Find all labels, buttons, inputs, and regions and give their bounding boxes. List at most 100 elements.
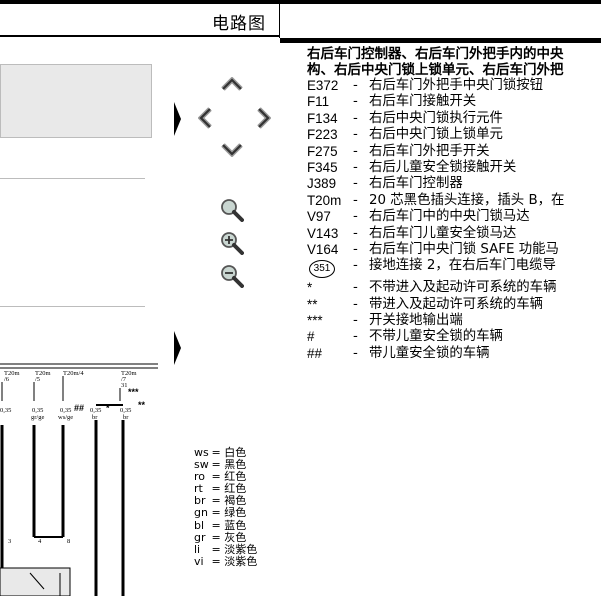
connector-label: T20m bbox=[4, 370, 20, 377]
color-name: 红色 bbox=[224, 482, 247, 496]
color-abbr: ro bbox=[194, 470, 206, 484]
legend-dash: - bbox=[353, 296, 358, 312]
legend-dash: - bbox=[353, 280, 358, 296]
chevron-up-icon[interactable] bbox=[220, 72, 244, 96]
connector-label: /6 bbox=[4, 376, 10, 383]
wire-color: br bbox=[92, 414, 98, 421]
legend-description: 右后车门中的中央门锁马达 bbox=[369, 209, 530, 225]
wire-size: 0,35 bbox=[60, 407, 71, 414]
diagram-marker: ** bbox=[138, 400, 146, 410]
chevron-left-icon[interactable] bbox=[193, 106, 217, 130]
legend-dash: - bbox=[353, 143, 358, 159]
wire-size: 0,35 bbox=[0, 407, 11, 414]
color-name: 褐色 bbox=[224, 494, 247, 508]
legend-code: *** bbox=[307, 313, 323, 329]
legend-code: E372 bbox=[307, 78, 339, 93]
wire-color-entry: bl = 蓝色 bbox=[194, 518, 284, 532]
color-name: 白色 bbox=[224, 446, 247, 459]
legend-dash: - bbox=[353, 159, 358, 175]
legend-row: F345-右后儿童安全锁接触开关 bbox=[307, 160, 601, 176]
color-name: 绿色 bbox=[224, 506, 247, 520]
pin-label: 4 bbox=[38, 538, 42, 545]
legend-description: 右后车门外把手开关 bbox=[369, 143, 490, 159]
legend-row: ***-开关接地输出端 bbox=[307, 313, 601, 329]
legend-code: F223 bbox=[307, 127, 338, 143]
diagram-marker: *** bbox=[128, 387, 139, 397]
header-rule-left bbox=[0, 35, 280, 37]
connector-label: T20m bbox=[35, 370, 51, 377]
connector-label: T20m/4 bbox=[63, 370, 84, 377]
color-name: 红色 bbox=[224, 470, 247, 484]
legend-row: * -不带进入及起动许可系统的车辆 bbox=[307, 280, 601, 296]
color-abbr: sw bbox=[194, 458, 209, 472]
legend-code: F11 bbox=[307, 94, 330, 110]
legend-row: F223-右后中央门锁上锁单元 bbox=[307, 127, 601, 143]
legend-row: 351-接地连接 2，在右后车门电缆导 bbox=[307, 258, 601, 280]
color-equals: = bbox=[208, 494, 225, 508]
legend-code: * bbox=[307, 280, 313, 296]
diagram-pointer bbox=[174, 331, 181, 365]
legend-code: J389 bbox=[307, 176, 337, 192]
color-abbr: ws bbox=[194, 446, 209, 459]
wire-color-entry: br = 褐色 bbox=[194, 495, 284, 507]
legend-row: V97-右后车门中的中央门锁马达 bbox=[307, 209, 601, 225]
legend-row: F134-右后中央门锁执行元件 bbox=[307, 111, 601, 127]
wire-color-entry: rt = 红色 bbox=[194, 483, 284, 495]
legend-code: F275 bbox=[307, 143, 338, 159]
component-legend: 右后车门控制器、右后车门外把手内的中央 构、右后中央门锁上锁单元、右后车门外把 … bbox=[307, 46, 601, 362]
legend-dash: - bbox=[353, 209, 358, 225]
legend-code: T20m bbox=[307, 192, 342, 208]
legend-description: 不带进入及起动许可系统的车辆 bbox=[369, 280, 557, 296]
wire-color: ws/ge bbox=[58, 414, 73, 421]
color-name: 淡紫色 bbox=[224, 542, 258, 556]
color-equals: = bbox=[208, 530, 225, 544]
diagram-marker: ## bbox=[74, 403, 84, 413]
wire-color: br bbox=[123, 414, 129, 421]
wire-color-entry: sw = 黑色 bbox=[194, 458, 284, 472]
legend-dash: - bbox=[353, 313, 358, 329]
legend-description: 带儿童安全锁的车辆 bbox=[369, 345, 490, 361]
legend-code: ** bbox=[307, 296, 318, 312]
wire-color-entry: gn = 绿色 bbox=[194, 507, 284, 519]
legend-row: ## -带儿童安全锁的车辆 bbox=[307, 346, 601, 362]
current-page-pointer bbox=[174, 102, 181, 136]
legend-description: 20 芯黑色插头连接，插头 B，在 bbox=[369, 192, 565, 208]
legend-description: 右后儿童安全锁接触开关 bbox=[369, 159, 517, 175]
chevron-right-icon[interactable] bbox=[252, 106, 276, 130]
legend-dash: - bbox=[353, 345, 358, 361]
legend-code: V164 bbox=[307, 241, 339, 257]
wire-size: 0,35 bbox=[90, 407, 101, 414]
legend-row: J389-右后车门控制器 bbox=[307, 176, 601, 192]
legend-dash: - bbox=[353, 78, 358, 93]
color-abbr: li bbox=[194, 542, 201, 556]
connector-label: T20m bbox=[121, 370, 137, 377]
chevron-down-icon[interactable] bbox=[220, 138, 244, 162]
zoom-out-icon[interactable] bbox=[220, 264, 244, 288]
color-name: 黑色 bbox=[224, 458, 247, 472]
preview-panel bbox=[0, 64, 152, 138]
legend-row: E372-右后车门外把手中央门锁按钮 bbox=[307, 78, 601, 94]
wire-color-entry: vi = 淡紫色 bbox=[194, 554, 284, 568]
zoom-in-icon[interactable] bbox=[220, 231, 244, 255]
panel-divider bbox=[0, 178, 145, 179]
legend-code: ## bbox=[307, 345, 322, 361]
color-equals: = bbox=[208, 470, 225, 484]
color-abbr: bl bbox=[194, 518, 205, 532]
wire-color-entry: ro = 红色 bbox=[194, 471, 284, 483]
color-equals: = bbox=[208, 554, 225, 568]
panel-divider bbox=[0, 306, 145, 307]
legend-code: 351 bbox=[307, 258, 353, 280]
color-abbr: gr bbox=[194, 530, 206, 544]
color-name: 蓝色 bbox=[224, 518, 247, 532]
color-abbr: gn bbox=[194, 506, 208, 520]
legend-row: **-带进入及起动许可系统的车辆 bbox=[307, 297, 601, 313]
ground-point-icon: 351 bbox=[309, 260, 335, 279]
connector-label: 31 bbox=[121, 382, 128, 389]
legend-dash: - bbox=[353, 329, 358, 345]
legend-description: 右后车门外把手中央门锁按钮 bbox=[369, 78, 544, 93]
legend-row: F275-右后车门外把手开关 bbox=[307, 144, 601, 160]
legend-dash: - bbox=[353, 94, 358, 110]
zoom-icon[interactable] bbox=[220, 198, 244, 222]
legend-dash: - bbox=[353, 258, 358, 274]
